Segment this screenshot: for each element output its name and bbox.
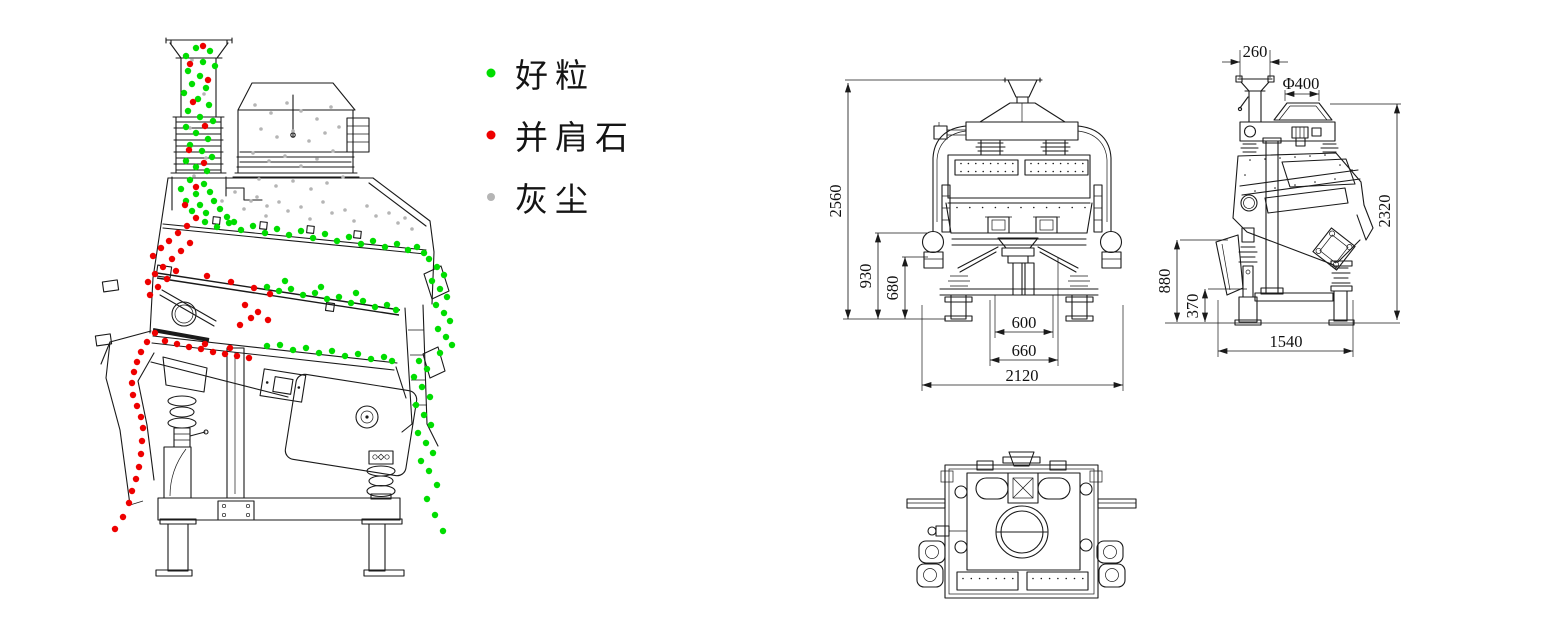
dust-dots xyxy=(188,58,414,231)
side-dim-air-inlet-diameter: Φ400 xyxy=(1283,74,1320,93)
stone-dot-icon xyxy=(486,130,496,140)
aspiration-hood xyxy=(232,82,370,178)
stone-discharge-chute xyxy=(100,330,155,506)
front-dim-damper-height: 930 xyxy=(856,264,875,289)
legend-item-good-grain: 好粒 xyxy=(482,52,635,95)
dust-dot-icon xyxy=(487,193,495,201)
side-dim-feed-inlet-width: 260 xyxy=(1243,42,1268,61)
right-suspension xyxy=(366,450,396,500)
feed-inlet xyxy=(165,37,263,211)
front-dim-overall-height: 2560 xyxy=(826,185,845,218)
front-dim-under-frame-height: 680 xyxy=(883,276,902,301)
front-view-dimensions: 2560 930 680 600 660 2120 xyxy=(826,79,1124,391)
front-dim-outlet-outer-width: 660 xyxy=(1012,341,1037,360)
top-view-drawing xyxy=(906,451,1137,599)
legend: 好粒 并肩石 灰尘 xyxy=(482,52,635,219)
legend-label-good-grain: 好粒 xyxy=(515,59,595,95)
vibration-motor-assembly xyxy=(226,347,418,499)
legend-label-dust: 灰尘 xyxy=(515,183,595,219)
side-dim-base-height: 370 xyxy=(1183,294,1202,319)
left-suspension xyxy=(162,356,209,499)
side-view-machine xyxy=(1215,75,1374,326)
front-view-machine xyxy=(921,77,1123,322)
principle-diagram xyxy=(94,37,456,577)
side-dim-overall-height: 2320 xyxy=(1375,195,1394,228)
grain-outlet-channel xyxy=(401,265,450,447)
legend-item-stones: 并肩石 xyxy=(482,114,635,157)
legend-label-stones: 并肩石 xyxy=(515,121,635,157)
base-frame xyxy=(155,497,405,577)
bolt-dots xyxy=(956,154,1353,580)
stone-dots xyxy=(111,42,274,533)
front-dim-overall-width: 2120 xyxy=(1006,366,1039,385)
side-view-dimensions: 260 Φ400 2320 880 370 1540 xyxy=(1155,42,1401,357)
front-view-drawing: 2560 930 680 600 660 2120 xyxy=(826,77,1124,391)
good-grain-dots xyxy=(177,44,456,535)
side-view-drawing: 260 Φ400 2320 880 370 1540 xyxy=(1155,42,1401,357)
side-dim-discharge-height: 880 xyxy=(1155,269,1174,294)
front-dim-outlet-inner-width: 600 xyxy=(1012,313,1037,332)
good-grain-dot-icon xyxy=(486,68,496,78)
side-dim-overall-depth: 1540 xyxy=(1270,332,1303,351)
legend-item-dust: 灰尘 xyxy=(482,176,635,219)
